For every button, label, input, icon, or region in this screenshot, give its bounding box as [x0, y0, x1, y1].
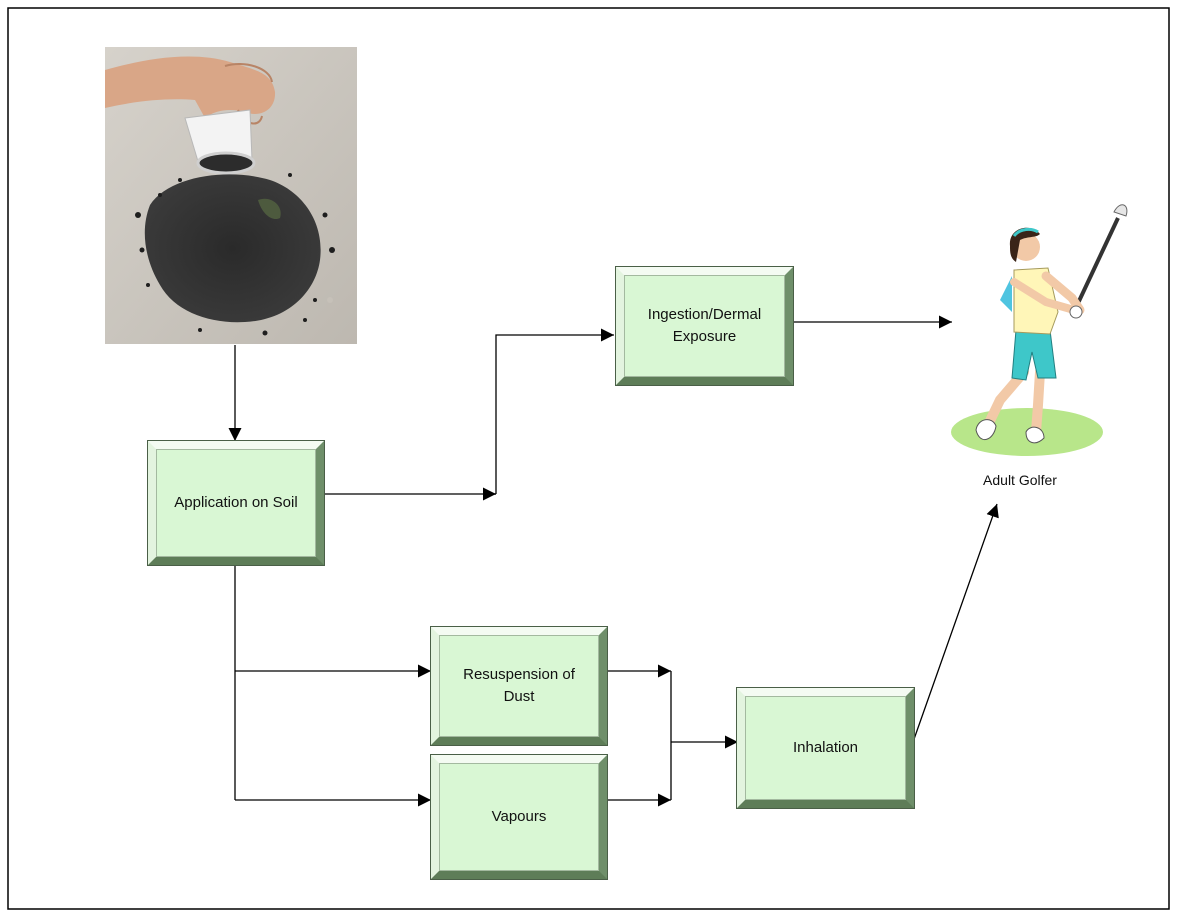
page-border — [7, 7, 1170, 910]
edge-inhalation-to-golfer — [912, 503, 999, 743]
resuspension-of-dust-box: Resuspension of Dust — [430, 626, 608, 746]
edge-application-to-ingestion-part2 — [495, 328, 614, 494]
vapours-label: Vapours — [491, 808, 547, 826]
inhalation-label: Inhalation — [792, 739, 859, 757]
vapours-box: Vapours — [430, 754, 608, 880]
ingestion-dermal-exposure-box: Ingestion/Dermal Exposure — [615, 266, 794, 386]
golfer-illustration — [951, 204, 1128, 456]
application-on-soil-label: Application on Soil — [174, 494, 298, 512]
adult-golfer-label: Adult Golfer — [983, 472, 1057, 488]
inhalation-box: Inhalation — [736, 687, 915, 809]
resuspension-of-dust-label: Resuspension of Dust — [463, 664, 575, 708]
ingestion-dermal-exposure-label: Ingestion/Dermal Exposure — [648, 304, 761, 348]
connectors — [228, 315, 999, 807]
application-on-soil-box: Application on Soil — [147, 440, 325, 566]
ingestion-line-2: Exposure — [672, 328, 737, 345]
ingestion-line-1: Ingestion/Dermal — [647, 306, 762, 324]
resuspension-line-2: Dust — [503, 688, 535, 705]
resuspension-line-1: Resuspension of — [463, 666, 575, 684]
soil-granules-photo — [105, 47, 357, 344]
